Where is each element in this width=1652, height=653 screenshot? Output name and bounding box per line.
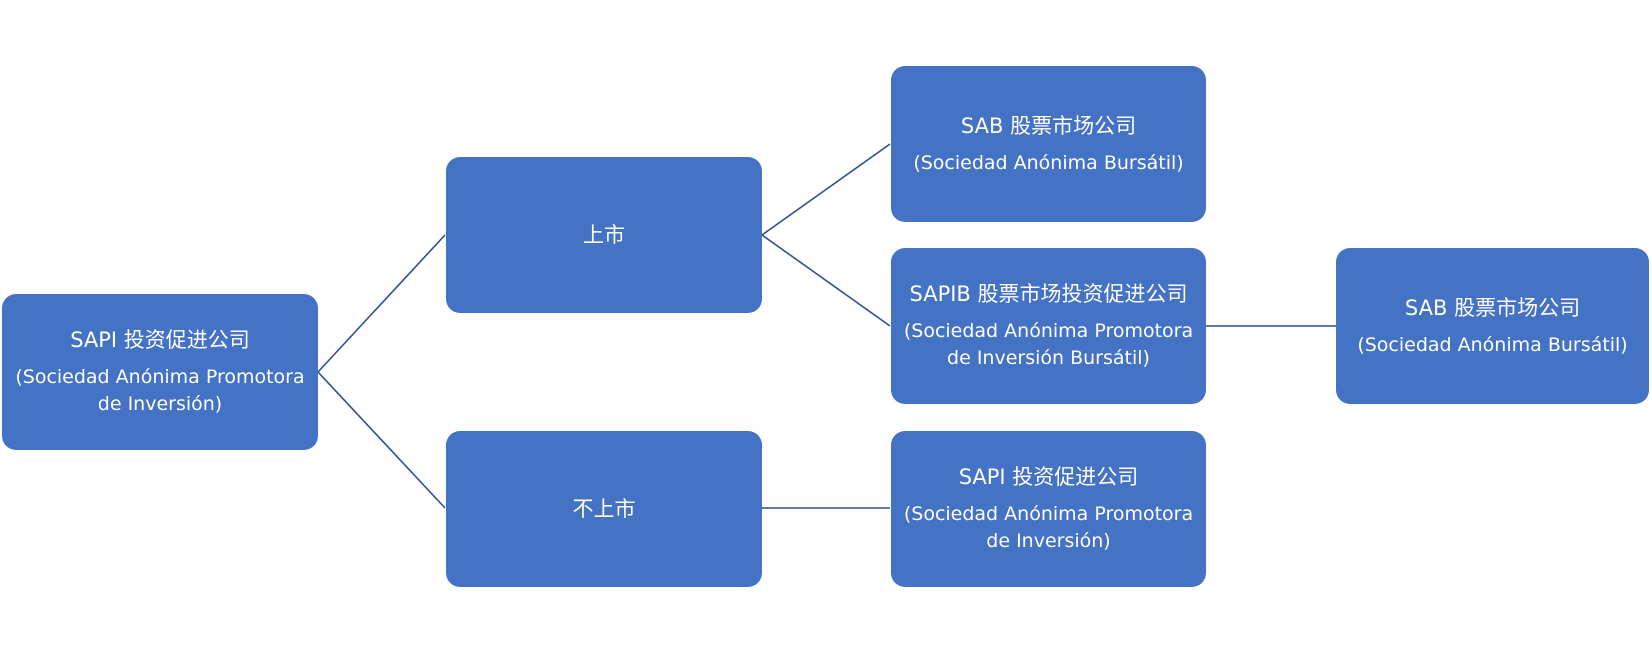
node-title: 上市 [583, 223, 625, 247]
node-subtitle: (Sociedad Anónima Bursátil) [913, 151, 1184, 174]
node-sab-right: SAB 股票市场公司 (Sociedad Anónima Bursátil) [1336, 248, 1649, 404]
node-title: SAB 股票市场公司 [1404, 295, 1581, 320]
node-subtitle: (Sociedad Anónima Promotora de Inversión… [15, 366, 305, 415]
node-sab-top: SAB 股票市场公司 (Sociedad Anónima Bursátil) [891, 66, 1206, 222]
node-sapi-bottom: SAPI 投资促进公司 (Sociedad Anónima Promotora … [891, 431, 1206, 587]
node-title: SAPIB 股票市场投资促进公司 [909, 282, 1188, 306]
node-title: SAB 股票市场公司 [960, 113, 1137, 138]
connector-listed-sapib [761, 234, 891, 327]
node-listed: 上市 [446, 157, 762, 313]
node-subtitle: (Sociedad Anónima Promotora de Inversión… [903, 320, 1194, 369]
node-sapib: SAPIB 股票市场投资促进公司 (Sociedad Anónima Promo… [891, 248, 1206, 404]
node-sapi-root: SAPI 投资促进公司 (Sociedad Anónima Promotora … [2, 294, 318, 450]
node-subtitle: (Sociedad Anónima Promotora de Inversión… [903, 503, 1194, 552]
node-title: SAPI 投资促进公司 [70, 328, 250, 352]
node-title: 不上市 [572, 497, 636, 521]
node-title: SAPI 投资促进公司 [958, 465, 1139, 489]
connector-root-listed [317, 234, 446, 373]
connector-listed-sab [761, 143, 891, 236]
node-unlisted: 不上市 [446, 431, 762, 587]
node-subtitle: (Sociedad Anónima Bursátil) [1357, 333, 1628, 356]
connector-root-unlisted [317, 371, 446, 509]
